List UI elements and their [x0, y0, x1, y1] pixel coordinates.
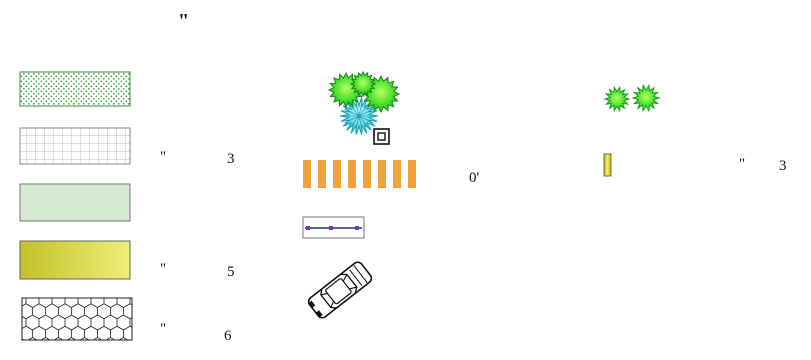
orange-bar: [363, 160, 371, 188]
shrub-shape: [631, 83, 661, 113]
bars-value: 0': [469, 170, 480, 186]
shrub-pair-icon: [603, 83, 661, 113]
light-green-fill-icon: [19, 183, 131, 222]
grid-mark: ": [160, 149, 166, 165]
orange-bar: [348, 160, 356, 188]
orange-bars-icon: [303, 160, 416, 188]
shrub-shape: [603, 85, 631, 113]
yellow-post-icon: [603, 153, 612, 177]
grid-value: 3: [227, 151, 235, 167]
yellow-gradient-fill-icon: [19, 240, 131, 280]
car-icon: [307, 261, 373, 319]
double-square-icon: [373, 128, 390, 145]
tree-cluster-icon: [327, 70, 401, 135]
green-dotted-hatch-icon: [19, 71, 131, 107]
orange-bar: [333, 160, 341, 188]
hexagon-hatch-icon: [21, 297, 133, 341]
gradient-value: 5: [227, 264, 235, 280]
orange-bar: [408, 160, 416, 188]
post-mark: ": [739, 156, 745, 172]
orange-bar: [378, 160, 386, 188]
orange-bar: [303, 160, 311, 188]
post-value: 3: [779, 158, 787, 174]
gradient-mark: ": [160, 261, 166, 277]
orange-bar: [393, 160, 401, 188]
hex-value: 6: [224, 328, 232, 344]
fence-line-icon: [302, 216, 365, 239]
hex-mark: ": [160, 321, 166, 337]
cyan-plant-rays: [343, 100, 375, 132]
orange-bar: [318, 160, 326, 188]
tree-shrub-shape: [349, 70, 377, 98]
light-grid-hatch-icon: [19, 127, 131, 165]
header-mark: ": [178, 10, 189, 32]
